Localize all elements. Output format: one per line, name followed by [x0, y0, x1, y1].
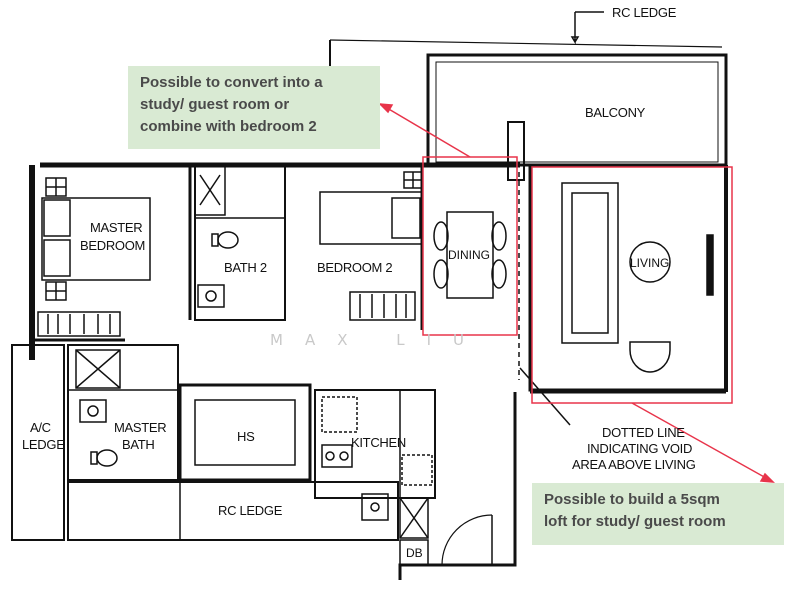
- hs-label: HS: [237, 429, 255, 444]
- convert-note: Possible to convert into a study/ guest …: [128, 66, 380, 149]
- master-bedroom-label-line2: BEDROOM: [80, 238, 145, 253]
- windows: [37, 164, 416, 337]
- convert-note-line3: combine with bedroom 2: [140, 118, 317, 135]
- watermark: MAX LIU: [270, 331, 486, 349]
- furniture: [41, 11, 714, 566]
- master-bath-label-line1: MASTER: [114, 420, 166, 435]
- highlights: [378, 103, 775, 483]
- living-label: LIVING: [630, 256, 669, 270]
- convert-arrow: [386, 107, 471, 158]
- master-bath-label-line2: BATH: [122, 437, 155, 452]
- loft-note-line2: loft for study/ guest room: [544, 513, 726, 530]
- bedroom2-label: BEDROOM 2: [317, 260, 392, 275]
- convert-note-line2: study/ guest room or: [140, 96, 290, 113]
- rc-ledge-bottom-label: RC LEDGE: [218, 503, 283, 518]
- rc-ledge-top-label: RC LEDGE: [612, 5, 677, 20]
- walls: [11, 39, 728, 580]
- ac-ledge-label-line2: LEDGE: [22, 437, 65, 452]
- db-label: DB: [406, 546, 423, 560]
- loft-arrow: [631, 402, 767, 479]
- kitchen-label: KITCHEN: [351, 435, 406, 450]
- dotted-line-label-line2: INDICATING VOID: [587, 441, 692, 456]
- convert-note-line1: Possible to convert into a: [140, 74, 323, 91]
- dotted-line-label-line3: AREA ABOVE LIVING: [572, 457, 696, 472]
- dining-highlight-box: [422, 156, 518, 336]
- master-bedroom-label-line1: MASTER: [90, 220, 142, 235]
- dotted-line-label-line1: DOTTED LINE: [602, 425, 685, 440]
- dining-label: DINING: [448, 248, 490, 262]
- ac-ledge-label-line1: A/C: [30, 420, 51, 435]
- loft-note: Possible to build a 5sqm loft for study/…: [532, 483, 784, 545]
- bath2-label: BATH 2: [224, 260, 267, 275]
- loft-note-line1: Possible to build a 5sqm: [544, 491, 720, 508]
- balcony-label: BALCONY: [585, 105, 646, 120]
